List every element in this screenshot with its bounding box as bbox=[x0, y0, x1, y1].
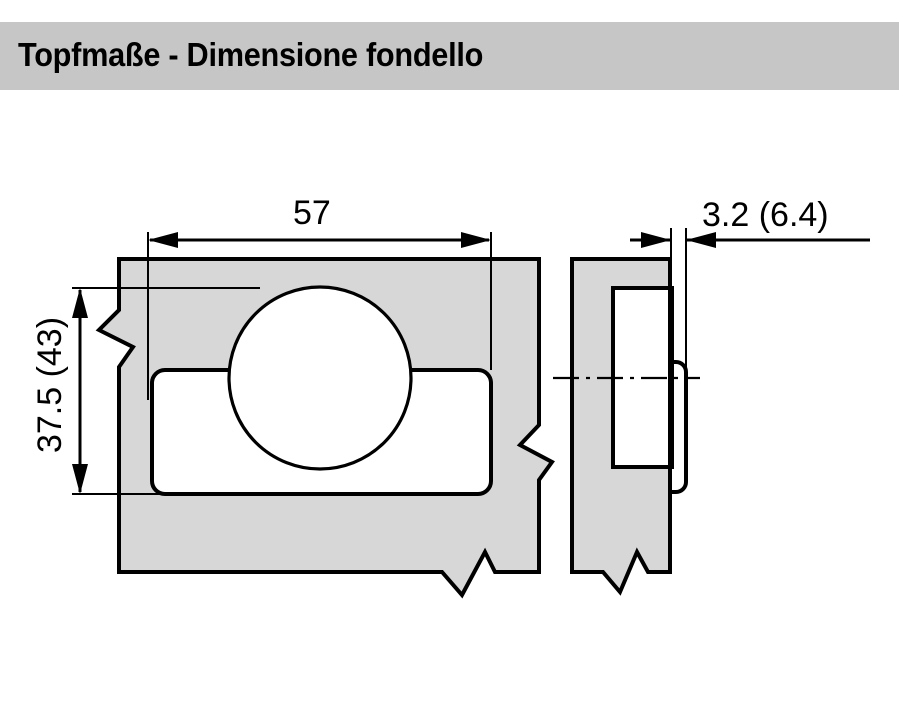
dim-width-arrow-right bbox=[461, 232, 491, 248]
page-title: Topfmaße - Dimensione fondello bbox=[18, 36, 484, 73]
front-view-cup-bore bbox=[227, 285, 413, 471]
dim-depth-arrow-left bbox=[641, 232, 671, 248]
side-view-cup-protrusion bbox=[668, 360, 688, 494]
dimension-label-height: 37.5 (43) bbox=[31, 70, 70, 453]
dim-height-arrow-top bbox=[72, 288, 88, 318]
dimension-label-height-value: 37.5 (43) bbox=[31, 316, 69, 454]
dim-depth-arrow-right bbox=[686, 232, 716, 248]
dim-height-arrow-bottom bbox=[72, 464, 88, 494]
header-bar bbox=[0, 22, 899, 90]
dim-width-arrow-left bbox=[148, 232, 178, 248]
dimension-label-depth: 3.2 (6.4) bbox=[702, 196, 829, 234]
dimension-label-width: 57 bbox=[293, 194, 331, 232]
